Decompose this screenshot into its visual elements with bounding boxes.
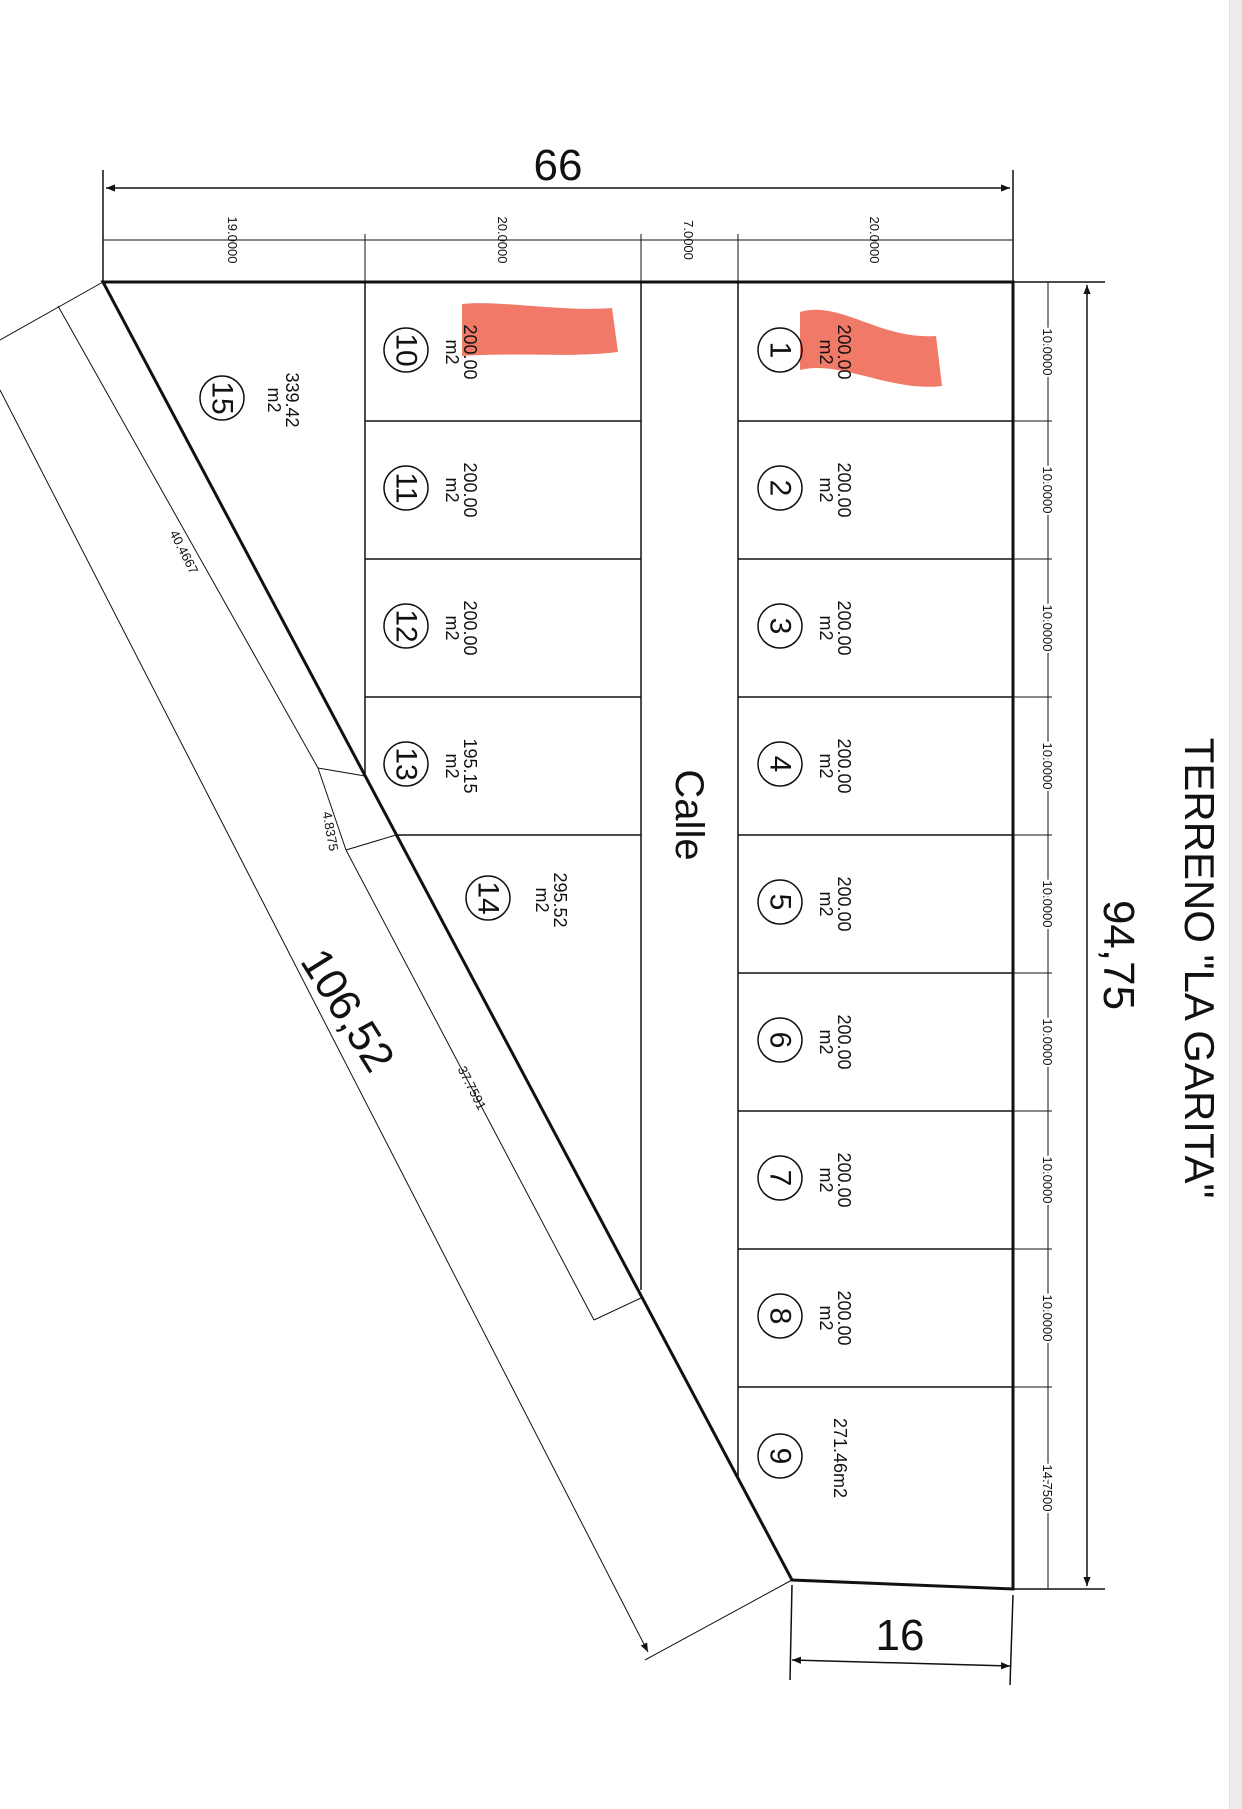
dim-bottom: 16	[789, 1584, 1014, 1686]
row-dim-labels: 10.0000 10.0000 10.0000 10.0000 10.0000 …	[1038, 327, 1057, 1514]
dim-height-label: 94,75	[1094, 900, 1143, 1010]
row-dim-3: 10.0000	[1040, 605, 1055, 652]
lot-area: 200.00	[834, 462, 854, 517]
lot-number: 5	[764, 894, 797, 911]
lot-area: 195.15	[460, 738, 480, 793]
lot-8[interactable]: 8 200.00 m2	[757, 1290, 854, 1346]
lot-6[interactable]: 6 200.00 m2	[757, 1014, 854, 1070]
lot-12[interactable]: 12 200.00 m2	[383, 600, 480, 656]
row-dim-7: 10.0000	[1040, 1157, 1055, 1204]
col-dim-2: 20.0000	[495, 217, 510, 264]
col-dim-1: 19.0000	[225, 217, 240, 264]
row-dim-4: 10.0000	[1040, 743, 1055, 790]
lot-boundary	[100, 280, 1015, 1591]
lot-unit: m2	[532, 887, 552, 912]
dim-diagonal-label: 106,52	[291, 940, 404, 1080]
lot-14[interactable]: 14 295.52 m2	[465, 872, 570, 928]
lot-number: 9	[764, 1448, 797, 1465]
lot-unit: m2	[816, 477, 836, 502]
lot-area: 295.52	[550, 872, 570, 927]
lot-area: 200.00	[834, 1152, 854, 1207]
dim-width-label: 66	[534, 141, 583, 190]
highlight-marks	[462, 303, 942, 387]
lot-unit: m2	[442, 615, 462, 640]
lot-unit: m2	[816, 339, 836, 364]
lot-7[interactable]: 7 200.00 m2	[757, 1152, 854, 1208]
lot-number: 13	[390, 747, 423, 780]
lot-number: 14	[472, 881, 505, 914]
lot-number: 3	[764, 618, 797, 635]
lot-number: 2	[764, 480, 797, 497]
lot-area: 271.46m2	[830, 1418, 850, 1498]
lots: 1 200.00 m2 2 200.00 m2 3 200.00 m2 4 20…	[199, 324, 854, 1498]
lot-9[interactable]: 9 271.46m2	[757, 1418, 850, 1498]
lot-area: 339.42	[282, 372, 302, 427]
lot-number: 1	[764, 342, 797, 359]
lot-area: 200.00	[834, 600, 854, 655]
col-dim-3: 7.0000	[681, 220, 696, 260]
lot-5[interactable]: 5 200.00 m2	[757, 876, 854, 932]
lot-2[interactable]: 2 200.00 m2	[757, 462, 854, 518]
lot-number: 11	[390, 472, 423, 503]
lot-unit: m2	[442, 753, 462, 778]
row-dim-2: 10.0000	[1040, 467, 1055, 514]
lot-unit: m2	[442, 477, 462, 502]
dim-overall-height: 94,75	[1013, 281, 1143, 1590]
lot-unit: m2	[816, 1305, 836, 1330]
diag-dim-middle: 4.8375	[320, 810, 342, 852]
lot-area: 200.00	[834, 324, 854, 379]
lot-unit: m2	[442, 339, 462, 364]
lot-area: 200.00	[460, 462, 480, 517]
lot-4[interactable]: 4 200.00 m2	[757, 738, 854, 794]
row-dim-1: 10.0000	[1040, 329, 1055, 376]
lot-number: 10	[390, 333, 423, 366]
row-dimensions: 10.0000 10.0000 10.0000 10.0000 10.0000 …	[1013, 282, 1057, 1589]
lot-13[interactable]: 13 195.15 m2	[383, 738, 480, 794]
lot-10[interactable]: 10 200.00 m2	[383, 324, 480, 380]
lot-area: 200.00	[834, 876, 854, 931]
lot-11[interactable]: 11 200.00 m2	[383, 462, 480, 518]
lot-unit: m2	[816, 753, 836, 778]
dim-overall-width: 66	[102, 141, 1014, 282]
row-dim-5: 10.0000	[1040, 881, 1055, 928]
lot-unit: m2	[264, 387, 284, 412]
lot-area: 200.00	[460, 324, 480, 379]
lot-area: 200.00	[834, 1014, 854, 1069]
lot-unit: m2	[816, 615, 836, 640]
lot-1[interactable]: 1 200.00 m2	[757, 324, 854, 380]
lot-15[interactable]: 15 339.42 m2	[199, 372, 302, 428]
lot-area: 200.00	[834, 738, 854, 793]
lot-3[interactable]: 3 200.00 m2	[757, 600, 854, 656]
col-dim-4: 20.0000	[867, 217, 882, 264]
lot-number: 15	[206, 381, 239, 414]
lot-number: 6	[764, 1032, 797, 1049]
plan-title: TERRENO "LA GARITA"	[1176, 738, 1223, 1199]
row-dim-9: 14.7500	[1040, 1465, 1055, 1512]
lot-number: 4	[764, 756, 797, 773]
column-dimensions: 19.0000 20.0000 7.0000 20.0000	[103, 217, 1013, 282]
lot-number: 12	[390, 609, 423, 642]
street-label: Calle	[667, 769, 711, 860]
lot-unit: m2	[816, 1167, 836, 1192]
lot-number: 8	[764, 1308, 797, 1325]
diag-dim-inner: 37.7591	[455, 1064, 490, 1113]
lot-area: 200.00	[834, 1290, 854, 1345]
dim-bottom-label: 16	[876, 1611, 925, 1660]
row-dim-6: 10.0000	[1040, 1019, 1055, 1066]
lot-unit: m2	[816, 1029, 836, 1054]
lot-unit: m2	[816, 891, 836, 916]
page-scrollbar[interactable]	[1229, 0, 1242, 1809]
row-dim-8: 10.0000	[1040, 1295, 1055, 1342]
lot-area: 200.00	[460, 600, 480, 655]
lot-number: 7	[764, 1170, 797, 1187]
